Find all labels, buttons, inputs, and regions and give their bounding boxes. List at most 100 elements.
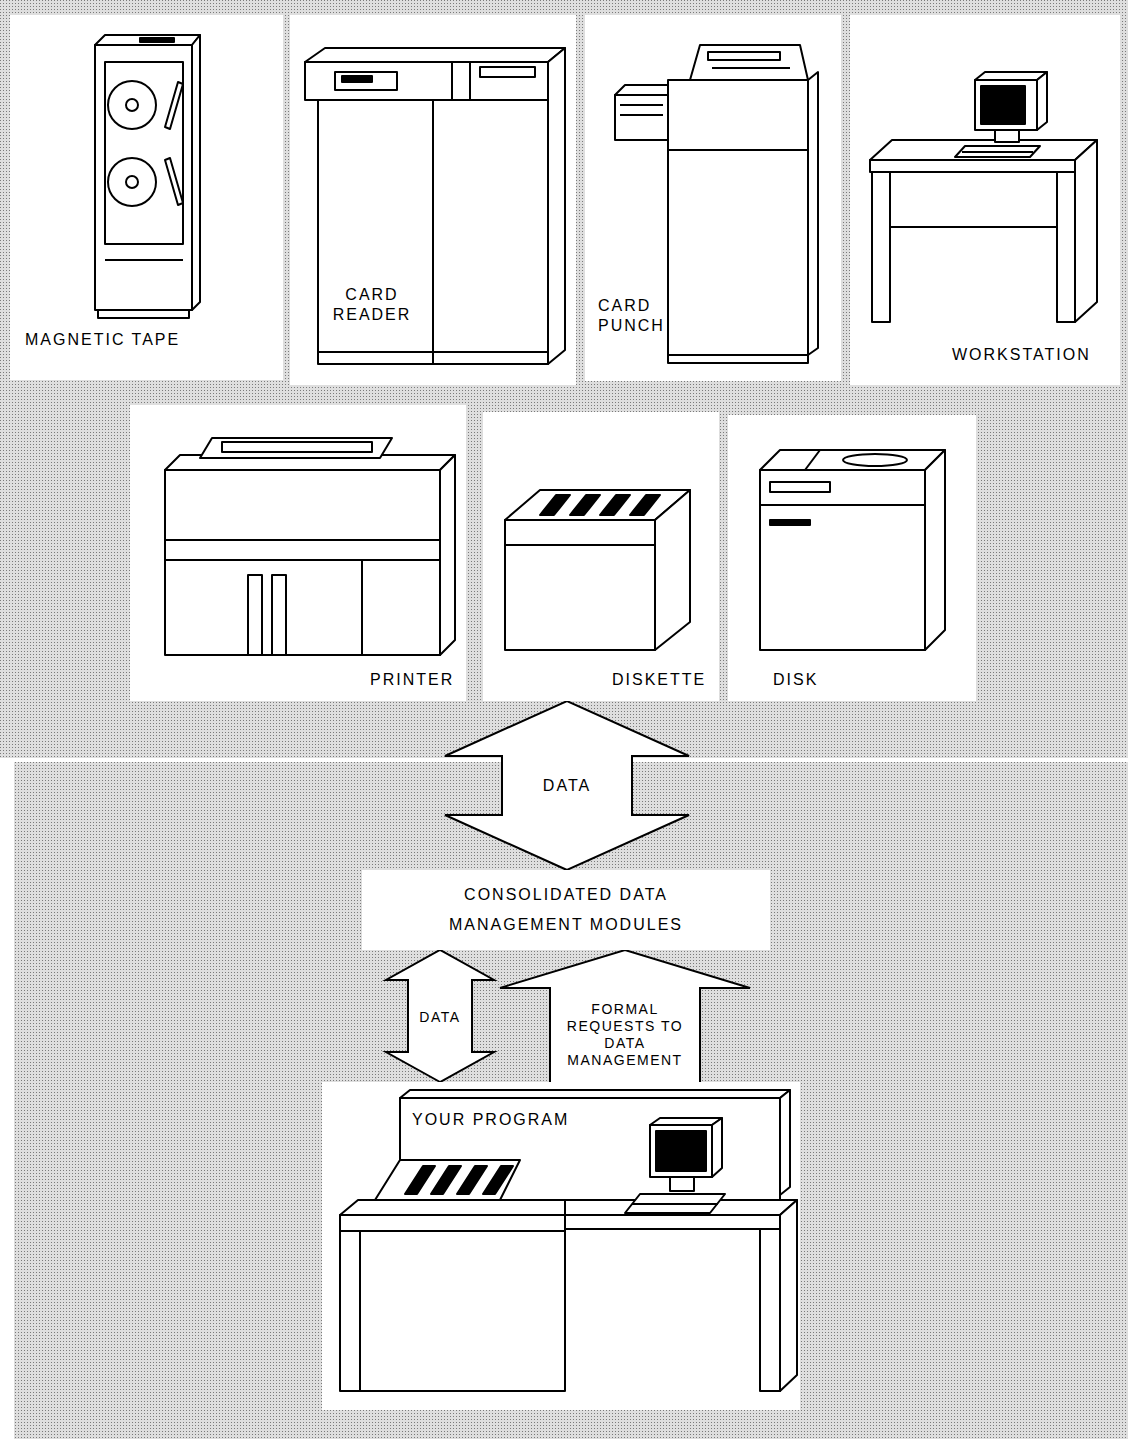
device-label: WORKSTATION — [952, 345, 1112, 365]
program-workstation-drawing-part — [405, 1166, 435, 1194]
arrow-label: DATA — [419, 1009, 460, 1026]
program-workstation-drawing-part — [375, 1160, 520, 1200]
program-workstation-drawing-part — [340, 1215, 565, 1231]
printer-drawing-part — [200, 438, 392, 458]
arrow-label-holder: DATA — [543, 776, 591, 796]
program-workstation-drawing-part — [483, 1166, 513, 1194]
program-workstation-drawing-part — [656, 1131, 706, 1171]
workstation-drawing-part — [975, 80, 1037, 130]
arrow-label: DATA — [543, 776, 591, 796]
workstation-drawing-part — [955, 146, 1040, 157]
workstation-drawing-part — [1075, 140, 1097, 322]
arrow-label: FORMAL REQUESTS TO DATA MANAGEMENT — [563, 1001, 688, 1069]
device-box: CARD PUNCH — [585, 15, 841, 381]
module-label: CONSOLIDATED DATA MANAGEMENT MODULES — [416, 880, 716, 940]
card-reader-drawing-part — [342, 76, 372, 82]
arrow-label-holder: DATA — [419, 1008, 460, 1026]
printer-drawing-part — [222, 442, 372, 452]
system-panel — [14, 762, 1128, 1439]
program-workstation-drawing-part — [359, 1231, 361, 1391]
workstation-drawing-part — [975, 72, 1047, 80]
card-reader-drawing-part — [335, 72, 397, 90]
data-arrow — [500, 950, 750, 1082]
printer-drawing-part — [361, 560, 363, 655]
workstation-drawing — [870, 72, 1097, 322]
printer-drawing-part — [165, 470, 440, 655]
printer-drawing-part — [272, 575, 286, 655]
tape-drive-drawing-part — [95, 35, 200, 45]
card-reader-drawing-part — [305, 62, 548, 100]
card-punch-drawing-part — [668, 149, 808, 151]
tape-drive-drawing-part — [95, 45, 192, 310]
device-label: CARD PUNCH — [598, 296, 690, 336]
disk-drive-drawing-part — [770, 482, 830, 492]
device-label: DISKETTE — [612, 670, 712, 690]
program-workstation-drawing — [340, 1090, 797, 1391]
tape-drive-drawing-part — [192, 35, 200, 310]
card-punch-drawing-part — [615, 85, 668, 95]
program-workstation-drawing-part — [780, 1090, 790, 1195]
diskette-drawing-part — [505, 490, 690, 520]
tape-drive-drawing-part — [126, 99, 138, 111]
disk-drive-drawing-part — [925, 450, 945, 650]
tape-drive-drawing-part — [105, 259, 183, 261]
card-punch-drawing-part — [708, 52, 780, 60]
card-reader-drawing-part — [451, 62, 453, 100]
device-box: WORKSTATION — [850, 15, 1120, 385]
data-arrow-fill — [386, 950, 494, 1082]
program-workstation-drawing-part — [650, 1125, 712, 1177]
device-box: PRINTER — [130, 405, 466, 701]
data-arrow — [386, 950, 494, 1082]
program-workstation-drawing-part — [760, 1229, 780, 1391]
diskette-drawing-part — [570, 495, 600, 515]
disk-drive-drawing-part — [843, 454, 907, 466]
card-reader-drawing-part — [305, 48, 565, 62]
program-workstation-drawing-part — [650, 1118, 722, 1125]
printer-drawing-part — [165, 539, 440, 541]
diskette-drawing-part — [600, 495, 630, 515]
workstation-drawing-part — [995, 128, 1019, 142]
card-reader-drawing — [305, 48, 565, 364]
card-punch-drawing-part — [808, 72, 818, 355]
tape-drive-drawing-part — [108, 81, 156, 129]
data-arrow-fill — [445, 701, 689, 870]
data-arrow-outline — [386, 950, 494, 1082]
workstation-drawing-part — [1037, 72, 1047, 130]
device-box: MAGNETIC TAPE — [10, 15, 283, 380]
data-arrow-outline — [445, 701, 689, 870]
program-label: YOUR PROGRAM — [412, 1110, 602, 1130]
tape-drive-drawing — [95, 35, 200, 318]
program-workstation-drawing-part — [670, 1177, 694, 1191]
card-punch-drawing-part — [620, 104, 663, 106]
program-workstation-drawing-part — [340, 1231, 565, 1391]
data-arrow-outline — [500, 950, 750, 1082]
tape-drive-drawing-part — [105, 62, 183, 244]
tape-drive-drawing-part — [108, 158, 156, 206]
diskette-drawing-part — [505, 520, 655, 650]
card-punch-drawing-part — [668, 355, 808, 363]
device-panel — [0, 0, 1128, 758]
disk-drive-drawing — [760, 450, 945, 650]
device-box: CARD READER — [290, 15, 576, 385]
tape-drive-drawing-part — [165, 158, 183, 205]
card-reader-drawing-part — [548, 48, 565, 364]
card-reader-drawing-part — [480, 67, 535, 77]
data-arrow-fill — [500, 950, 750, 1082]
card-reader-drawing-part — [318, 100, 548, 364]
program-workstation-drawing-part — [431, 1166, 461, 1194]
program-workstation-drawing-part — [625, 1194, 725, 1213]
program-workstation-drawing-part — [632, 1203, 718, 1205]
program-workstation-drawing-part — [457, 1166, 487, 1194]
program-workstation-drawing-part — [400, 1098, 780, 1200]
card-reader-drawing-part — [432, 100, 434, 364]
card-punch-drawing-part — [668, 80, 808, 355]
printer-drawing-part — [165, 559, 440, 561]
data-arrow — [445, 701, 689, 870]
device-label: MAGNETIC TAPE — [25, 330, 270, 350]
tape-drive-drawing-part — [126, 176, 138, 188]
program-workstation-drawing-part — [565, 1200, 797, 1215]
printer-drawing-part — [248, 575, 262, 655]
program-workstation-drawing-part — [780, 1200, 797, 1391]
